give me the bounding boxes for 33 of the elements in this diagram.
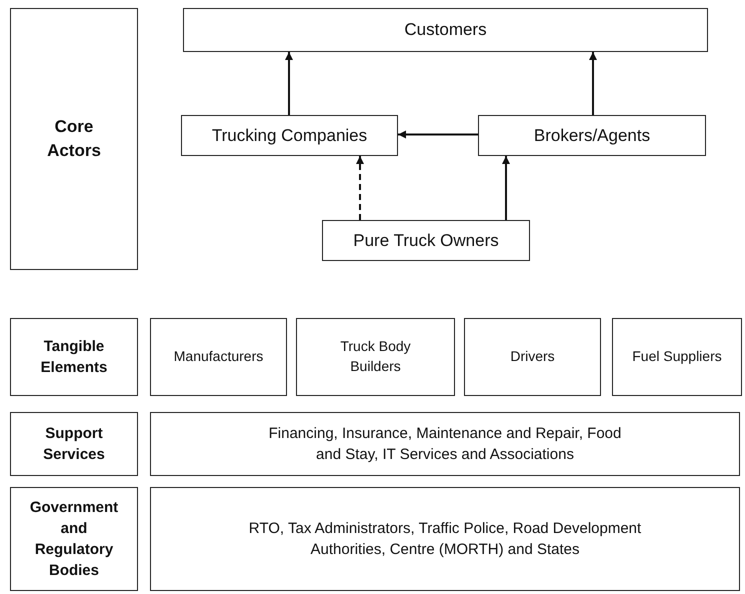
box-text: Customers	[404, 19, 487, 42]
box-text: Drivers	[510, 347, 555, 366]
element-box	[612, 318, 742, 396]
arrow	[356, 156, 364, 220]
arrow	[285, 52, 293, 115]
box-text: Fuel Suppliers	[632, 347, 722, 366]
actor-box	[478, 115, 706, 156]
arrow	[398, 130, 478, 138]
actor-box	[183, 8, 708, 52]
box-text: Pure Truck Owners	[353, 230, 499, 252]
row-label	[10, 318, 138, 396]
services-box	[150, 412, 740, 476]
row-label	[10, 487, 138, 591]
row-heading: Tangible Elements	[40, 337, 108, 378]
bodies-box	[150, 487, 740, 591]
actor-box	[181, 115, 398, 156]
row-heading: Government and Regulatory Bodies	[28, 498, 120, 581]
arrow	[589, 52, 597, 115]
box-text: Truck Body Builders	[339, 337, 412, 376]
element-box	[464, 318, 601, 396]
row-label	[10, 412, 138, 476]
row-heading: Core Actors	[46, 116, 102, 162]
box-text: Manufacturers	[174, 347, 264, 366]
box-text: Brokers/Agents	[534, 124, 650, 147]
box-text: Financing, Insurance, Maintenance and Repair, Food and Stay, IT Services and Associations	[268, 424, 622, 465]
row-label	[10, 8, 138, 270]
arrow	[502, 156, 510, 220]
element-box	[150, 318, 287, 396]
actor-box	[322, 220, 530, 261]
box-text: RTO, Tax Administrators, Traffic Police, Road Development Authorities, Centre (MORTH) and States	[248, 519, 642, 560]
element-box	[296, 318, 455, 396]
box-text: Trucking Companies	[212, 124, 368, 147]
row-heading: Support Services	[42, 424, 106, 465]
